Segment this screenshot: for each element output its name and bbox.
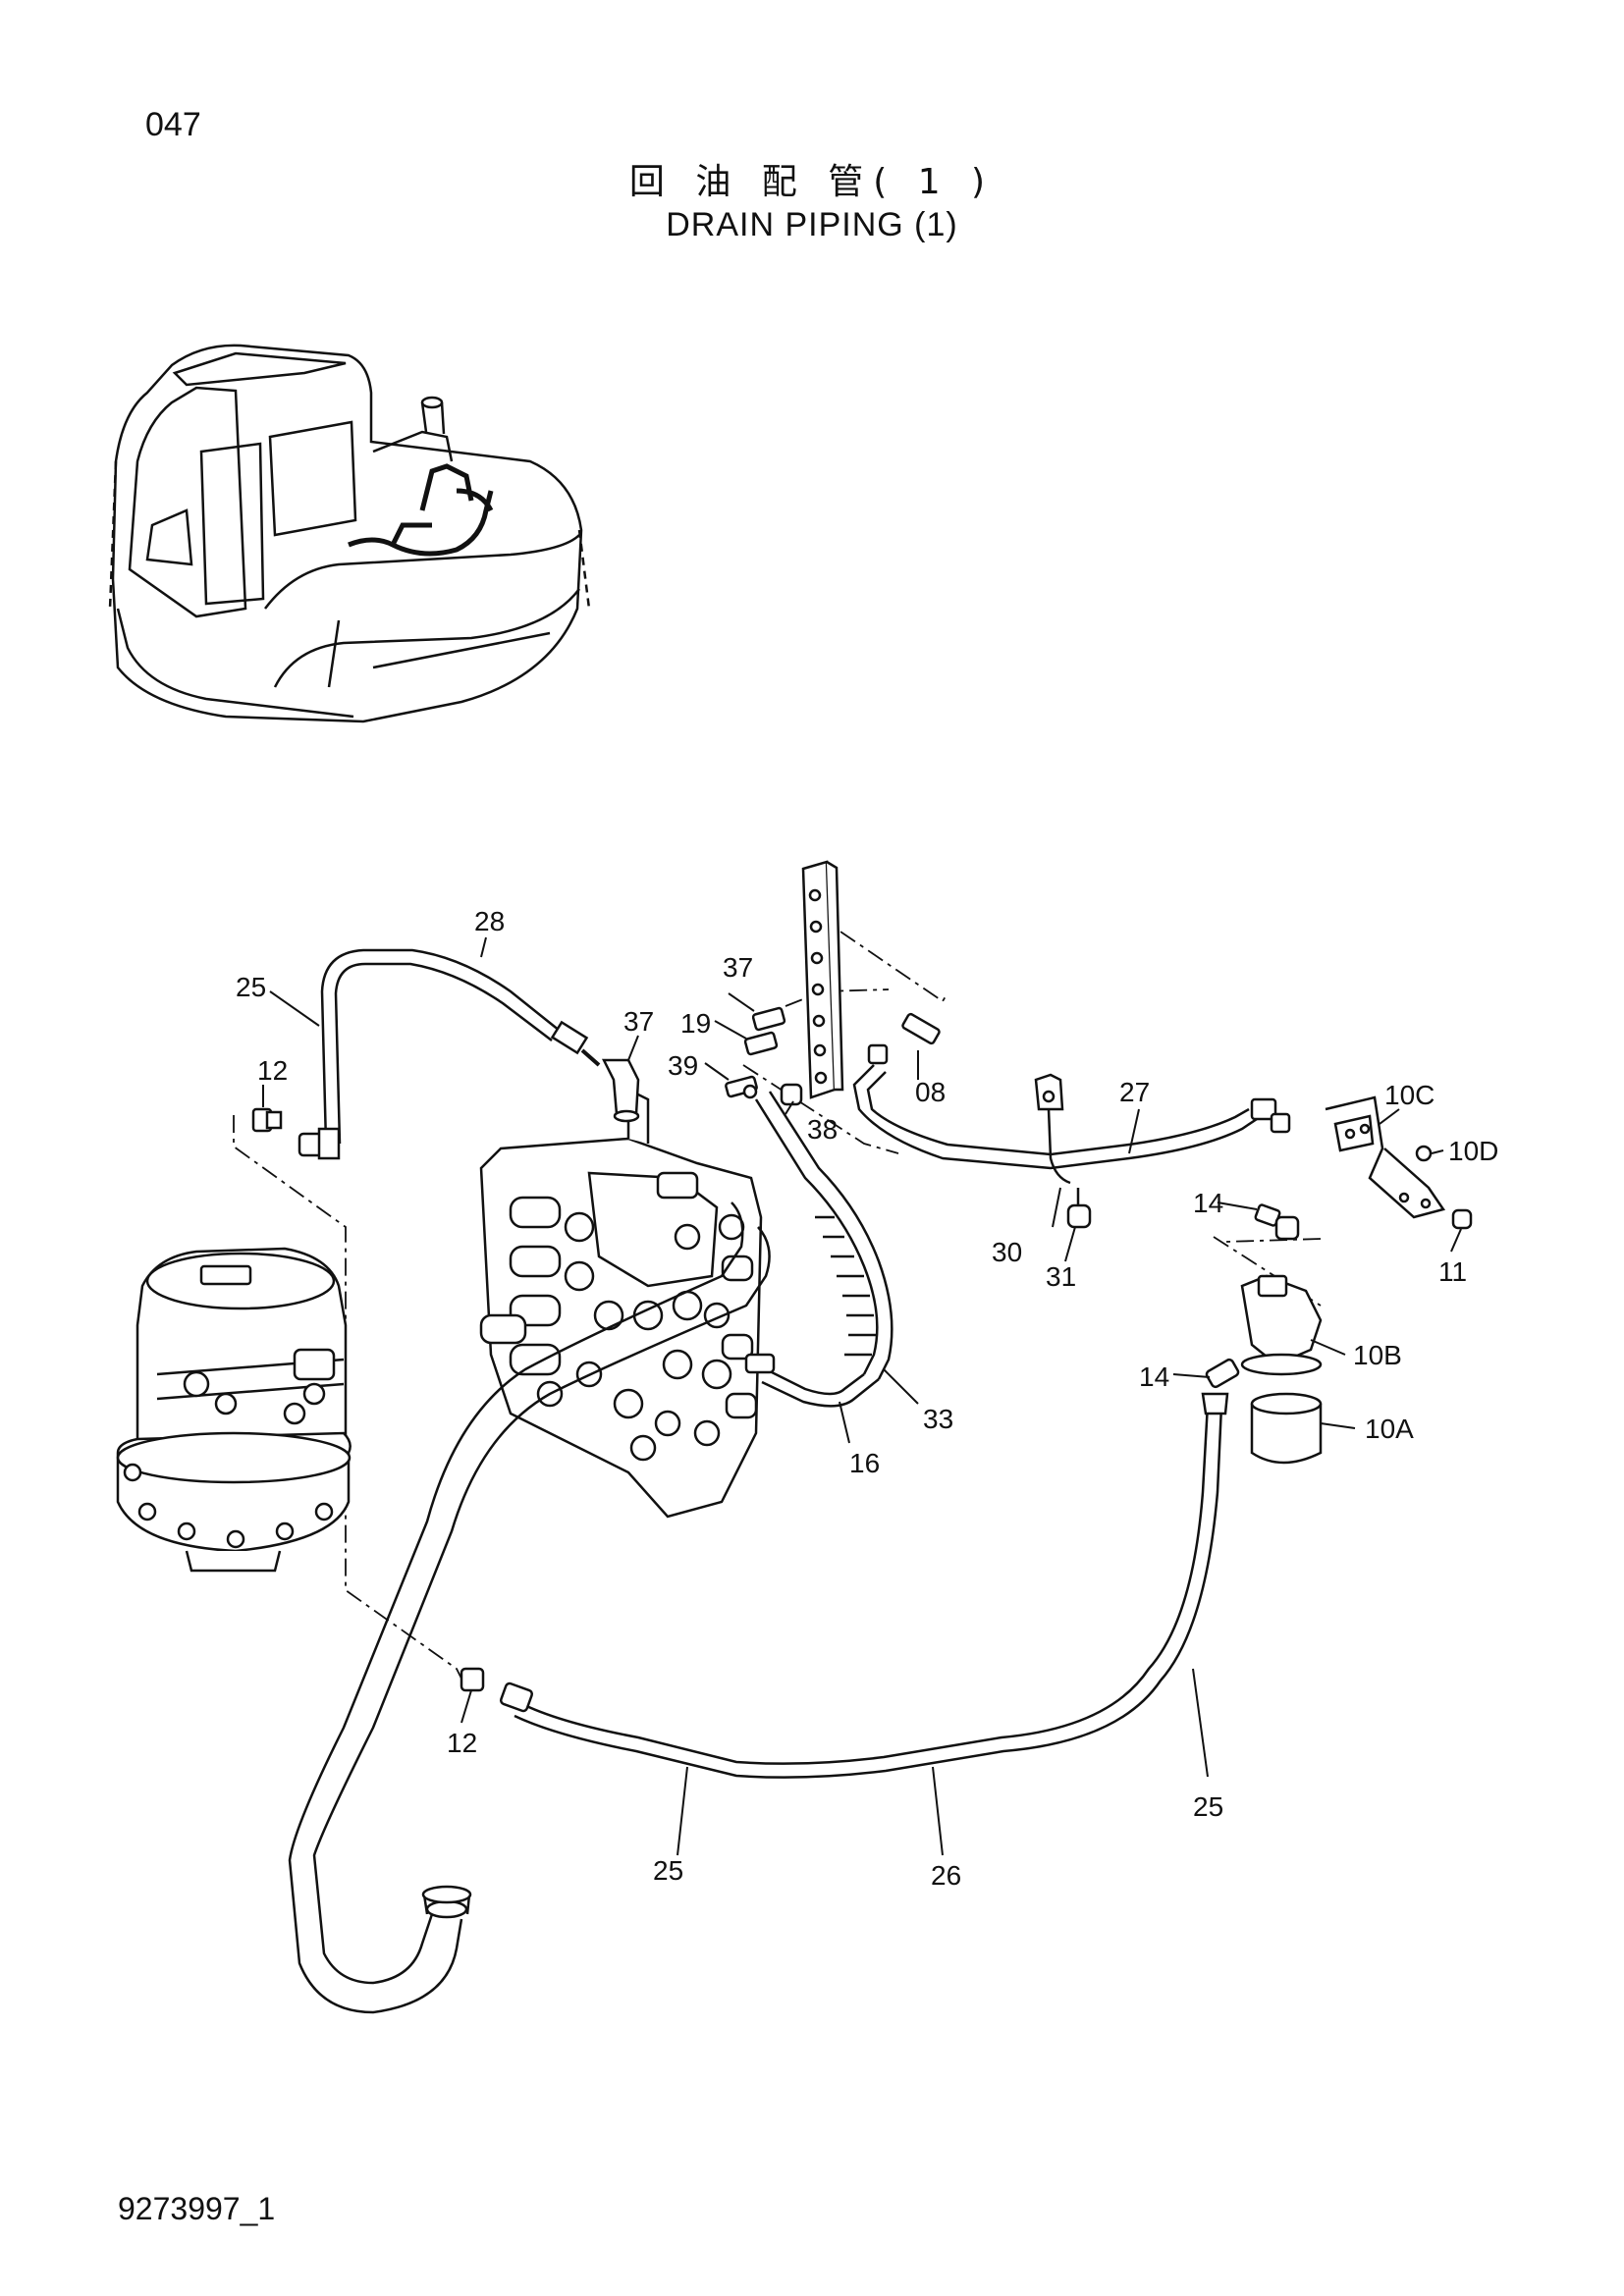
elbow-37 bbox=[601, 1058, 640, 1123]
document-number: 9273997_1 bbox=[118, 2191, 276, 2226]
callout-14-lower: 14 bbox=[1139, 1362, 1169, 1392]
callout-26: 26 bbox=[931, 1860, 961, 1891]
title-english: DRAIN PIPING (1) bbox=[666, 206, 958, 243]
callout-12-lower: 12 bbox=[447, 1728, 477, 1758]
title-chinese: 回 油 配 管( 1 ) bbox=[628, 162, 996, 202]
swing-motor bbox=[116, 1247, 352, 1573]
callout-14-upper: 14 bbox=[1193, 1188, 1223, 1218]
callout-37-valve: 37 bbox=[623, 1006, 654, 1037]
callout-11: 11 bbox=[1438, 1256, 1467, 1287]
callout-28: 28 bbox=[474, 906, 505, 936]
overview-harness bbox=[348, 463, 494, 557]
control-valve bbox=[479, 1093, 763, 1519]
callout-08: 08 bbox=[915, 1077, 946, 1107]
filter-bracket bbox=[1325, 1095, 1473, 1230]
filter-assembly bbox=[1205, 1203, 1323, 1465]
leader-lines bbox=[262, 936, 1462, 1856]
callout-10D: 10D bbox=[1448, 1136, 1498, 1166]
page-number: 047 bbox=[145, 106, 201, 143]
callout-30: 30 bbox=[992, 1237, 1022, 1267]
fitting-12-upper bbox=[251, 1107, 283, 1133]
callout-37-bracket: 37 bbox=[723, 952, 753, 983]
callout-labels: 28 25 12 37 37 19 39 08 38 27 10C 10D 14… bbox=[236, 906, 1498, 1891]
callout-10A: 10A bbox=[1365, 1414, 1414, 1444]
phantom-lines bbox=[233, 912, 1322, 1680]
callout-33: 33 bbox=[923, 1404, 953, 1434]
callout-31: 31 bbox=[1046, 1261, 1076, 1292]
callout-12-upper: 12 bbox=[257, 1055, 288, 1086]
hose-33 bbox=[744, 1091, 893, 1408]
bracket-strip bbox=[801, 860, 844, 1099]
callout-39: 39 bbox=[668, 1050, 698, 1081]
callout-27: 27 bbox=[1119, 1077, 1150, 1107]
clamp-30 bbox=[1034, 1073, 1092, 1229]
hose-28 bbox=[298, 948, 601, 1160]
callout-25-upper: 25 bbox=[236, 972, 266, 1002]
hose-26 bbox=[460, 1392, 1229, 1779]
callout-16: 16 bbox=[849, 1448, 880, 1478]
main-return-hose bbox=[288, 1201, 771, 2014]
callout-10C: 10C bbox=[1384, 1080, 1435, 1110]
callout-25-right: 25 bbox=[1193, 1791, 1223, 1822]
callout-25-lower: 25 bbox=[653, 1855, 683, 1886]
callout-19: 19 bbox=[680, 1008, 711, 1039]
callout-10B: 10B bbox=[1353, 1340, 1402, 1370]
excavator-overview bbox=[108, 344, 591, 723]
callout-38: 38 bbox=[807, 1114, 838, 1145]
